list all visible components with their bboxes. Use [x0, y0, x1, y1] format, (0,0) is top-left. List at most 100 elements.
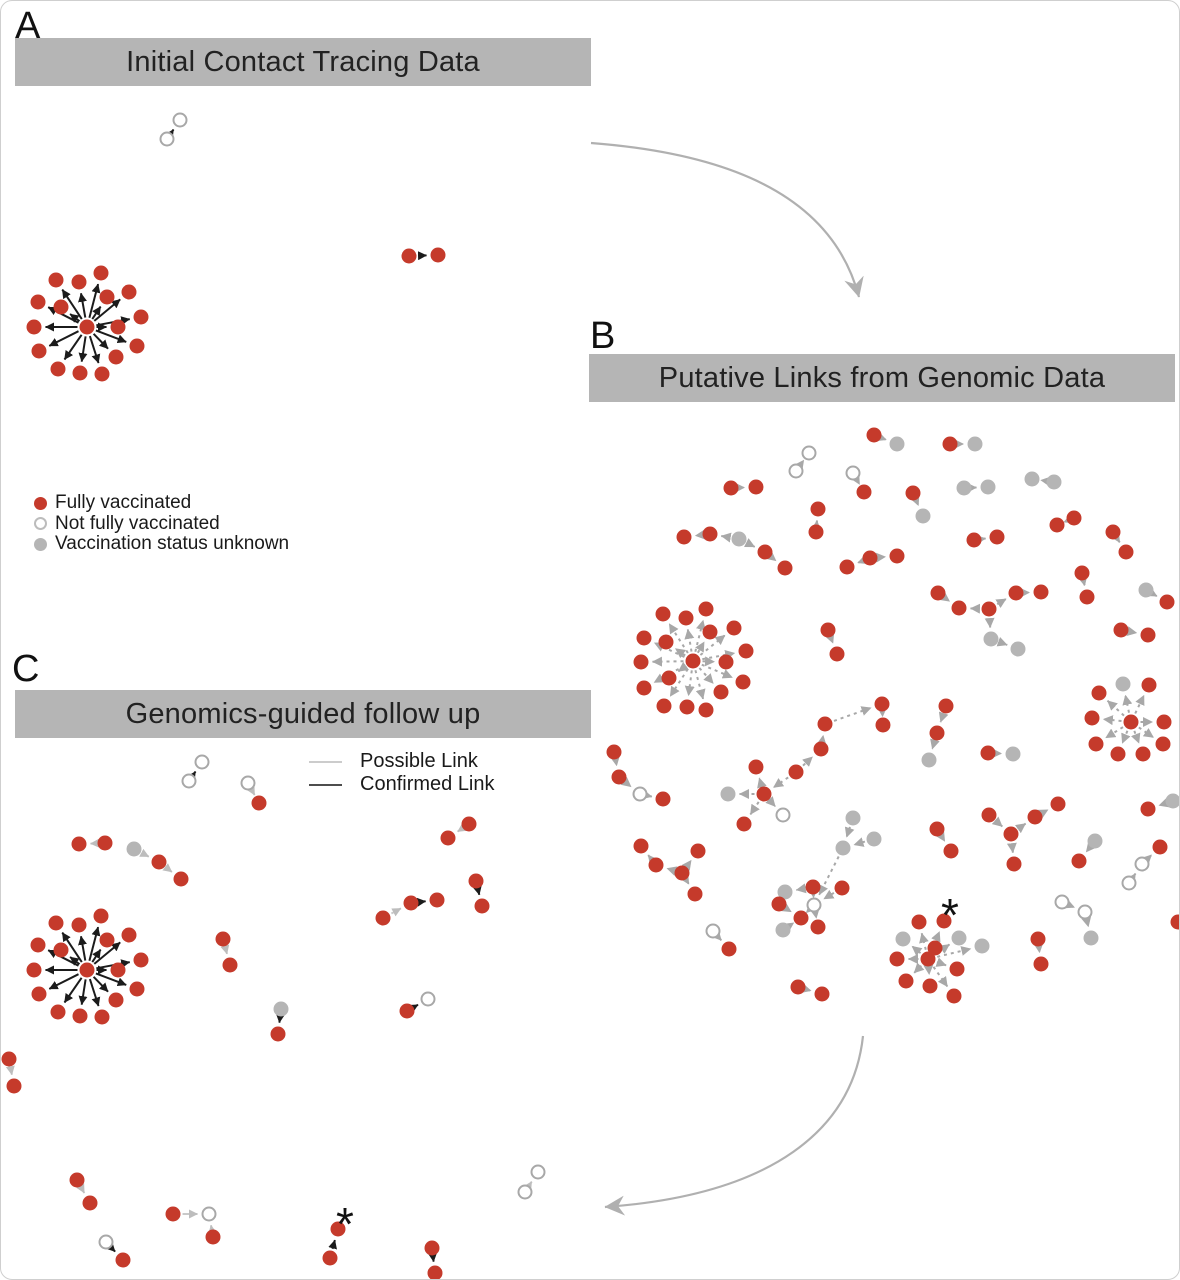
link-edge — [390, 907, 402, 917]
link-edge — [844, 826, 855, 838]
case-node — [829, 646, 845, 662]
link-edge — [694, 669, 706, 700]
link-edge — [991, 816, 1003, 828]
case-node — [129, 338, 145, 354]
case-node — [399, 1003, 415, 1019]
link-edge — [95, 972, 127, 987]
case-node — [1071, 853, 1087, 869]
case-node — [898, 973, 914, 989]
red-node-icon — [34, 496, 47, 510]
case-node — [981, 807, 997, 823]
link-edge — [93, 941, 121, 965]
link-edge — [88, 283, 101, 319]
case-node — [889, 548, 905, 564]
case-node — [1156, 714, 1172, 730]
link-edge — [78, 336, 88, 363]
link-edge — [694, 619, 706, 653]
case-node — [808, 524, 824, 540]
case-node — [775, 807, 791, 823]
case-node — [981, 601, 997, 617]
case-node — [967, 436, 983, 452]
case-node — [705, 923, 721, 939]
case-node — [1046, 474, 1062, 490]
case-node — [702, 624, 718, 640]
link-edge — [681, 859, 693, 871]
link-edge — [1006, 842, 1017, 854]
case-node — [50, 1004, 66, 1020]
case-node — [72, 365, 88, 381]
case-node — [1050, 796, 1066, 812]
link-edge — [647, 854, 658, 866]
case-node — [720, 786, 736, 802]
case-node — [922, 978, 938, 994]
case-node — [1140, 801, 1156, 817]
case-node — [468, 873, 484, 889]
case-node — [1091, 685, 1107, 701]
case-node — [966, 532, 982, 548]
case-node — [942, 436, 958, 452]
case-node — [97, 835, 113, 851]
case-node — [845, 810, 861, 826]
link-edge — [610, 755, 620, 767]
link-edge — [523, 1181, 533, 1192]
link-edge — [5, 1065, 15, 1076]
link-edge — [910, 494, 920, 506]
link-edge — [677, 661, 690, 673]
confirmed-link-line-icon — [309, 783, 342, 786]
case-node — [1087, 833, 1103, 849]
case-node — [633, 838, 649, 854]
link-edge — [105, 1242, 116, 1253]
link-edge — [684, 628, 695, 652]
case-node — [121, 284, 137, 300]
case-node — [1170, 914, 1179, 930]
case-node — [1110, 746, 1126, 762]
case-node — [929, 725, 945, 741]
link-edge — [995, 598, 1007, 609]
case-node — [474, 898, 490, 914]
link-edge — [857, 554, 869, 565]
link-edge — [679, 873, 690, 885]
link-edge — [78, 979, 88, 1006]
case-node — [920, 951, 936, 967]
case-node — [636, 630, 652, 646]
link-edge — [853, 837, 866, 847]
case-node — [905, 485, 921, 501]
panel-a-banner: Initial Contact Tracing Data — [15, 38, 591, 86]
link-edge — [1040, 476, 1051, 487]
case-node — [777, 884, 793, 900]
panel-c-banner: Genomics-guided follow up — [15, 690, 591, 738]
case-node — [79, 962, 95, 978]
case-node — [983, 631, 999, 647]
link-edge — [408, 1003, 419, 1013]
case-node — [1077, 904, 1093, 920]
case-node — [661, 670, 677, 686]
case-node — [30, 937, 46, 953]
case-node — [69, 1172, 85, 1188]
flow-arrow-a-to-b — [590, 141, 864, 298]
case-node — [788, 764, 804, 780]
case-node — [721, 941, 737, 957]
link-edge — [794, 459, 805, 471]
case-node — [517, 1184, 533, 1200]
case-node — [1024, 471, 1040, 487]
link-edge — [457, 823, 468, 833]
case-node — [1159, 594, 1175, 610]
case-node — [1165, 793, 1179, 809]
panel-a-network — [26, 112, 446, 382]
link-edge — [765, 796, 777, 808]
case-node — [943, 843, 959, 859]
link-edge — [428, 1252, 438, 1263]
case-node — [6, 1078, 22, 1094]
case-node — [93, 908, 109, 924]
case-node — [1033, 956, 1049, 972]
link-edge — [1122, 694, 1133, 713]
link-edge — [809, 907, 820, 919]
case-node — [53, 299, 69, 315]
link-edge — [48, 973, 79, 990]
case-node — [172, 112, 188, 128]
link-edge — [818, 856, 840, 896]
link-edge — [328, 1239, 337, 1250]
case-node — [50, 361, 66, 377]
panel-b-network — [606, 427, 1179, 1004]
